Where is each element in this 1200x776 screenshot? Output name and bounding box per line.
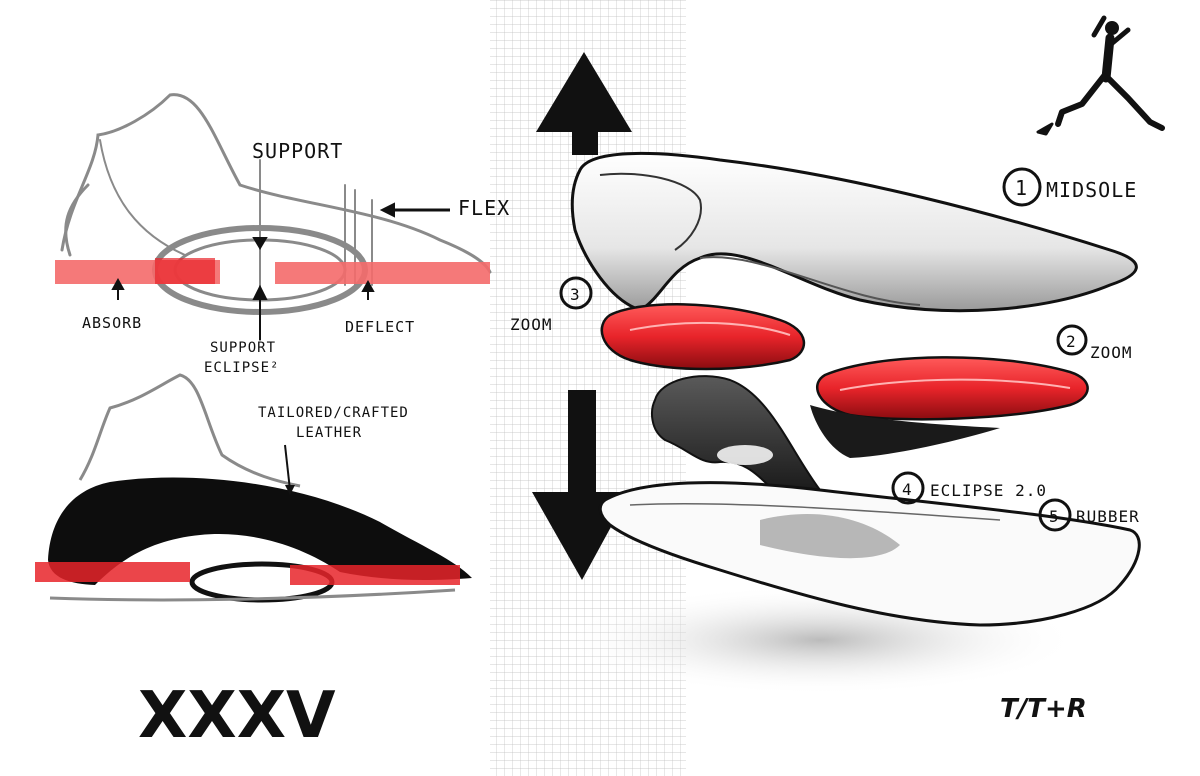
roman-numeral: XXXV	[138, 679, 336, 753]
label-leather-1: TAILORED/CRAFTED	[258, 405, 409, 421]
callout-5-label: RUBBER	[1076, 507, 1140, 526]
callout-3-label: ZOOM	[510, 315, 553, 334]
top-sketch-arrows	[111, 202, 450, 340]
bottom-shoe-sketch	[35, 373, 472, 603]
callout-5-number: 5	[1049, 507, 1060, 526]
label-leather-2: LEATHER	[296, 425, 362, 441]
top-red-bands	[55, 258, 490, 284]
callout-4: 4 ECLIPSE 2.0	[891, 471, 1047, 505]
label-flex: FLEX	[458, 196, 510, 220]
label-support-bottom: SUPPORT	[210, 340, 276, 356]
arrow-down-icon	[532, 390, 630, 580]
label-eclipse: ECLIPSE²	[204, 360, 279, 376]
top-shoe-sketch	[60, 93, 492, 341]
callout-1: 1 MIDSOLE	[1002, 167, 1137, 207]
designer-signature: T/T+R	[1000, 694, 1087, 724]
callout-2-number: 2	[1066, 332, 1077, 351]
callout-1-label: MIDSOLE	[1046, 178, 1137, 202]
midsole-part	[570, 151, 1138, 313]
zoom-unit-rear	[816, 356, 1089, 421]
label-absorb: ABSORB	[82, 314, 142, 332]
jumpman-logo-icon	[1036, 15, 1165, 136]
zoom-unit-front	[600, 303, 806, 371]
callout-3-number: 3	[570, 285, 581, 304]
callout-3: 3 ZOOM	[510, 276, 593, 334]
label-support-top: SUPPORT	[252, 139, 343, 163]
arrow-up-icon	[536, 52, 632, 155]
callout-1-number: 1	[1015, 176, 1028, 200]
label-deflect: DEFLECT	[345, 318, 415, 336]
callout-4-label: ECLIPSE 2.0	[930, 481, 1047, 500]
callout-4-number: 4	[902, 480, 913, 499]
rubber-outsole	[598, 481, 1141, 627]
callout-2: 2 ZOOM	[1056, 324, 1133, 362]
callout-2-label: ZOOM	[1090, 343, 1133, 362]
callout-5: 5 RUBBER	[1038, 498, 1140, 532]
